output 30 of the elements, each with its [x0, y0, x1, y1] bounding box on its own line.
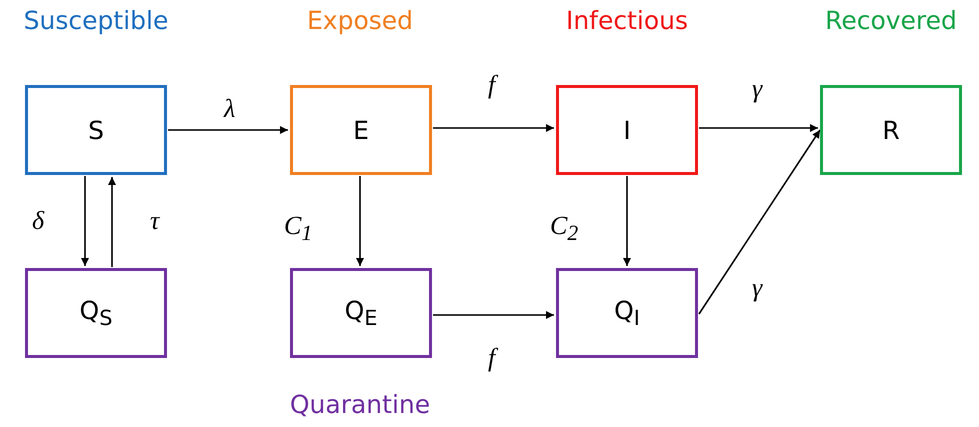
compartment-label: S [88, 116, 104, 144]
compartment-box [290, 85, 432, 175]
compartment-label: R [882, 116, 900, 144]
compartment-box [556, 268, 698, 358]
arrow [356, 176, 364, 266]
group-heading: Recovered [825, 6, 957, 35]
compartment-box [556, 85, 698, 175]
group-heading: Infectious [566, 6, 688, 35]
compartment-box [25, 268, 167, 358]
rate-label: f [486, 72, 498, 98]
rate-label: f [486, 345, 498, 371]
group-heading: Exposed [306, 6, 414, 35]
compartment-label: I [623, 116, 631, 144]
group-heading: Quarantine [290, 390, 430, 419]
arrow [698, 130, 821, 314]
compartment-label: Q$_{I}$ [614, 296, 640, 330]
compartment-label: Q$_{S}$ [80, 296, 112, 330]
group-heading: Susceptible [24, 6, 168, 35]
compartment-box [290, 268, 432, 358]
compartment-label: E [353, 116, 369, 144]
compartment-label: Q$_{E}$ [344, 296, 378, 330]
arrow [168, 126, 288, 134]
arrow [81, 176, 89, 266]
arrow [623, 176, 631, 266]
arrow [699, 124, 818, 132]
compartment-box [820, 85, 962, 175]
arrow [433, 124, 554, 132]
arrow [108, 177, 116, 267]
arrow [433, 311, 554, 319]
compartment-box [25, 85, 167, 175]
